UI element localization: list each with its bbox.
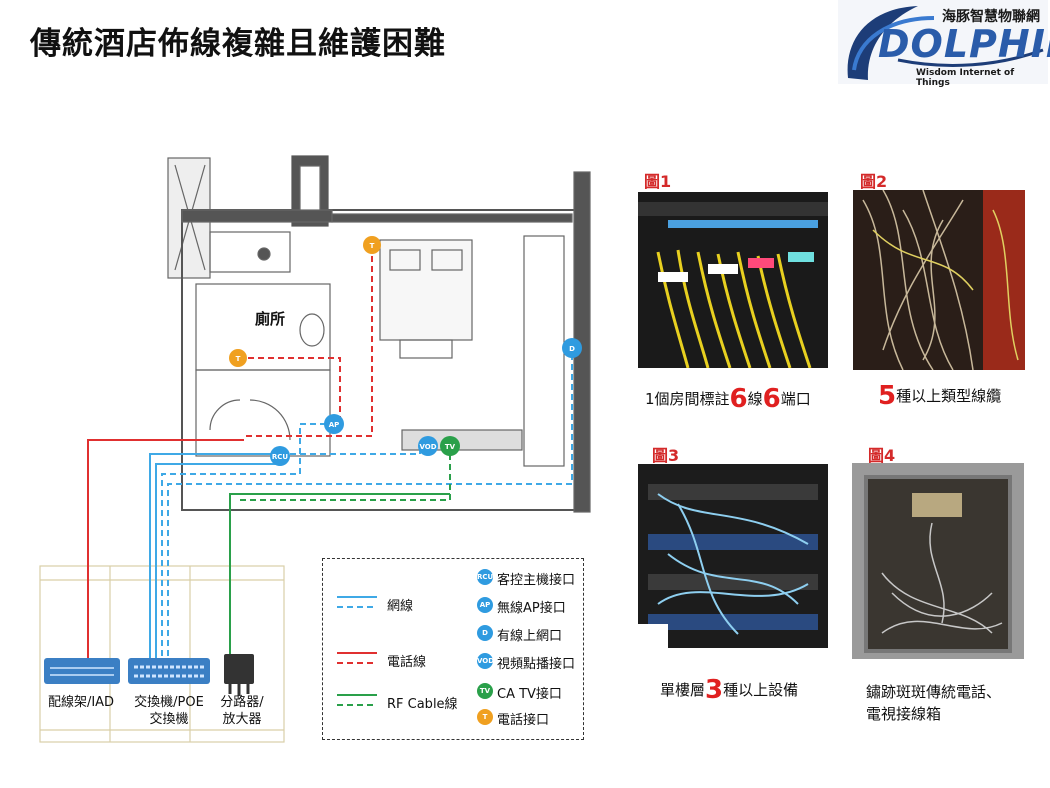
switch-icon xyxy=(128,658,210,684)
photo-3-label: 圖3 xyxy=(652,446,680,465)
legend-t-icon: T xyxy=(477,709,493,725)
splitter-icon xyxy=(224,654,254,684)
patch-panel-icon xyxy=(44,658,120,684)
rf-lines xyxy=(229,448,451,666)
plan-walls xyxy=(39,155,591,743)
device-label-splitter: 分路器/放大器 xyxy=(220,695,264,727)
floor-plan-diagram: T T AP RCU VOD TV D 廁所 xyxy=(39,155,591,743)
photo-2-label: 圖2 xyxy=(860,172,888,191)
photo-2-messy-cables xyxy=(853,190,1025,370)
photo-1-label: 圖1 xyxy=(644,172,672,191)
legend-tv-icon: TV xyxy=(477,683,493,699)
bathroom-label: 廁所 xyxy=(255,310,285,328)
legend-t-label: 電話接口 xyxy=(497,713,550,728)
page-title: 傳統酒店佈線複雜且維護困難 xyxy=(30,26,446,62)
outlet-data: D xyxy=(569,345,575,353)
outlet-tv: TV xyxy=(445,443,456,451)
legend-line-swatches xyxy=(337,596,377,706)
legend-rf: RF Cable線 xyxy=(387,697,458,712)
legend-tv-label: CA TV接口 xyxy=(497,687,562,702)
phone-lines xyxy=(87,245,373,666)
legend-phone: 電話線 xyxy=(387,655,427,670)
outlet-vod: VOD xyxy=(419,443,436,451)
outlet-phone-2: T xyxy=(236,355,241,363)
photo-4-label: 圖4 xyxy=(868,446,896,465)
legend-vod-icon: VOD xyxy=(477,653,494,669)
legend-d-icon: D xyxy=(477,625,493,641)
logo-sub-text: Wisdom Internet of Things xyxy=(916,68,1015,88)
legend-box: 網線 電話線 RF Cable線 RCU 客控主機接口 AP 無線AP接口 D … xyxy=(322,558,584,740)
legend-rcu-icon: RCU xyxy=(477,569,493,585)
dolphin-swoosh-icon xyxy=(838,0,1048,84)
dolphin-logo: 海豚智慧物聯網 DOLPHIN Wisdom Internet of Thing… xyxy=(838,0,1050,88)
outlet-ap: AP xyxy=(329,421,340,429)
photo-1-caption: 1個房間標註6線6端口 xyxy=(645,384,811,414)
legend-network: 網線 xyxy=(387,599,414,614)
photo-3-caption: 單樓層3種以上設備 xyxy=(660,675,799,705)
legend-d-label: 有線上網口 xyxy=(497,629,563,644)
photo-4-rusty-box xyxy=(852,463,1024,659)
legend-ap-icon: AP xyxy=(477,597,493,613)
logo-main-text: DOLPHIN xyxy=(878,22,1050,66)
photo-2-caption: 5種以上類型線纜 xyxy=(878,381,1002,411)
legend-rcu-label: 客控主機接口 xyxy=(497,573,576,588)
photo-1-patch-panel xyxy=(638,192,828,368)
legend-vod-label: 視頻點播接口 xyxy=(497,657,576,672)
photo-3-equipment-rack xyxy=(638,464,828,648)
outlet-rcu: RCU xyxy=(272,453,289,461)
device-label-patch: 配線架/IAD xyxy=(47,695,115,710)
plan-outlets: T T AP RCU VOD TV D xyxy=(229,236,582,466)
outlet-phone-1: T xyxy=(370,242,375,250)
legend-ap-label: 無線AP接口 xyxy=(497,601,566,616)
plan-devices xyxy=(44,654,254,696)
logo-cn-text: 海豚智慧物聯網 xyxy=(942,9,1040,25)
photo-4-caption: 鏽跡斑斑傳統電話、電視接線箱 xyxy=(866,683,1002,723)
